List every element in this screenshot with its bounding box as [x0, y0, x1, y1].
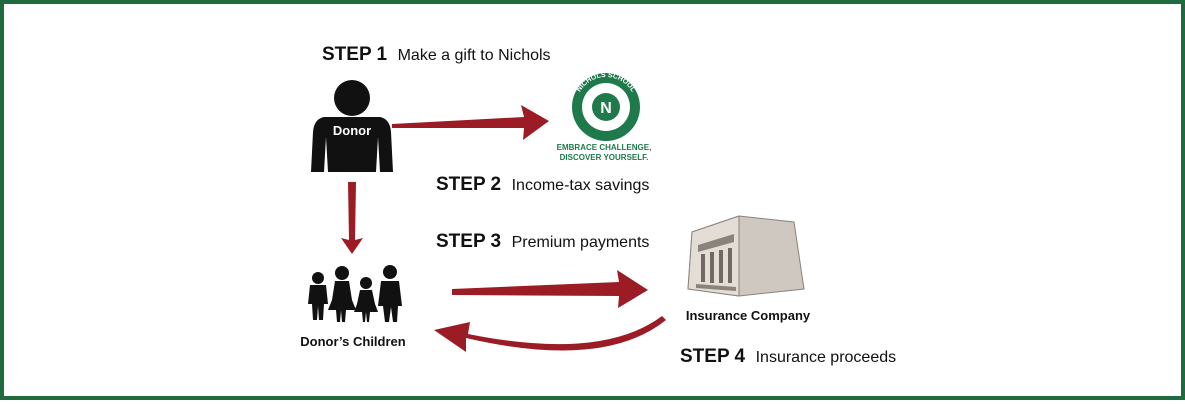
logo-tagline-line2: DISCOVER YOURSELF.	[560, 153, 649, 162]
building-icon	[687, 215, 805, 297]
insurance-label: Insurance Company	[686, 308, 811, 323]
donor-figure: Donor	[311, 80, 393, 172]
step-1-label: STEP 1 Make a gift to Nichols	[322, 44, 551, 65]
step-4-text: Insurance proceeds	[756, 349, 897, 366]
person-icon	[311, 80, 393, 172]
step-3-label: STEP 3 Premium payments	[436, 231, 649, 252]
family-icon	[308, 265, 402, 322]
children-label: Donor’s Children	[300, 334, 406, 349]
arrow-donor-to-children	[341, 182, 363, 254]
nichols-school-seal-icon: N NICHOLS SCHOOL	[572, 72, 640, 141]
planned-gift-diagram: STEP 1 Make a gift to Nichols Donor N NI…	[300, 44, 896, 367]
donor-label: Donor	[333, 123, 371, 138]
step-4-number: STEP 4	[680, 346, 746, 367]
nichols-school-logo: N NICHOLS SCHOOL EMBRACE CHALLENGE, DISC…	[557, 72, 652, 162]
step-2-text: Income-tax savings	[512, 177, 650, 194]
step-4-label: STEP 4 Insurance proceeds	[680, 346, 896, 367]
logo-tagline-line1: EMBRACE CHALLENGE,	[557, 143, 652, 152]
step-3-number: STEP 3	[436, 231, 501, 252]
step-3-text: Premium payments	[512, 234, 650, 251]
arrow-children-to-insurance	[452, 270, 648, 308]
step-1-number: STEP 1	[322, 44, 388, 65]
step-2-label: STEP 2 Income-tax savings	[436, 174, 649, 195]
arrow-donor-to-nichols	[392, 105, 549, 140]
seal-letter: N	[600, 100, 612, 117]
step-2-number: STEP 2	[436, 174, 501, 195]
step-1-text: Make a gift to Nichols	[398, 47, 551, 64]
arrow-insurance-to-children	[434, 316, 666, 352]
